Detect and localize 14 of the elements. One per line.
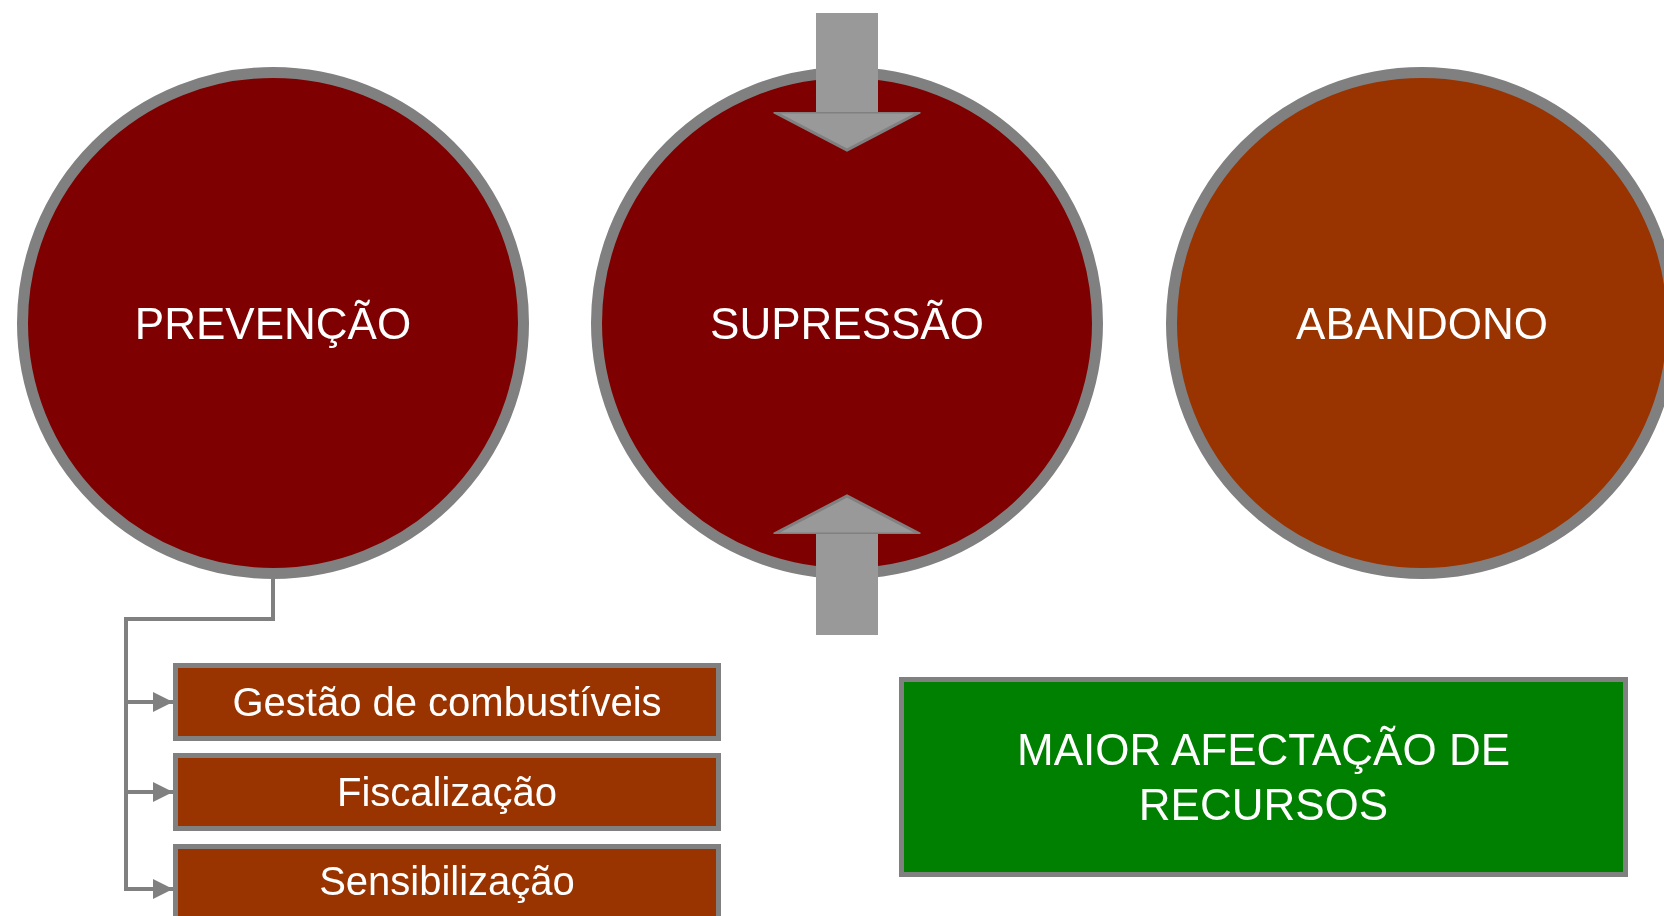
label-box — [173, 844, 721, 916]
node-label: SUPRESSÃO — [710, 297, 984, 350]
label-box — [173, 663, 721, 741]
node-label: ABANDONO — [1296, 297, 1548, 350]
elbow-connector — [124, 579, 275, 899]
node-label: PREVENÇÃO — [134, 297, 412, 350]
block-arrow — [772, 13, 922, 152]
node-label: Sensibilização — [319, 858, 575, 905]
node-label: MAIOR AFECTAÇÃO DE RECURSOS — [1016, 724, 1511, 831]
node-label: Fiscalização — [336, 769, 558, 816]
label-box — [173, 753, 721, 831]
node-label: Gestão de combustíveis — [232, 679, 662, 726]
block-arrow — [772, 494, 922, 635]
label-box — [899, 677, 1628, 877]
